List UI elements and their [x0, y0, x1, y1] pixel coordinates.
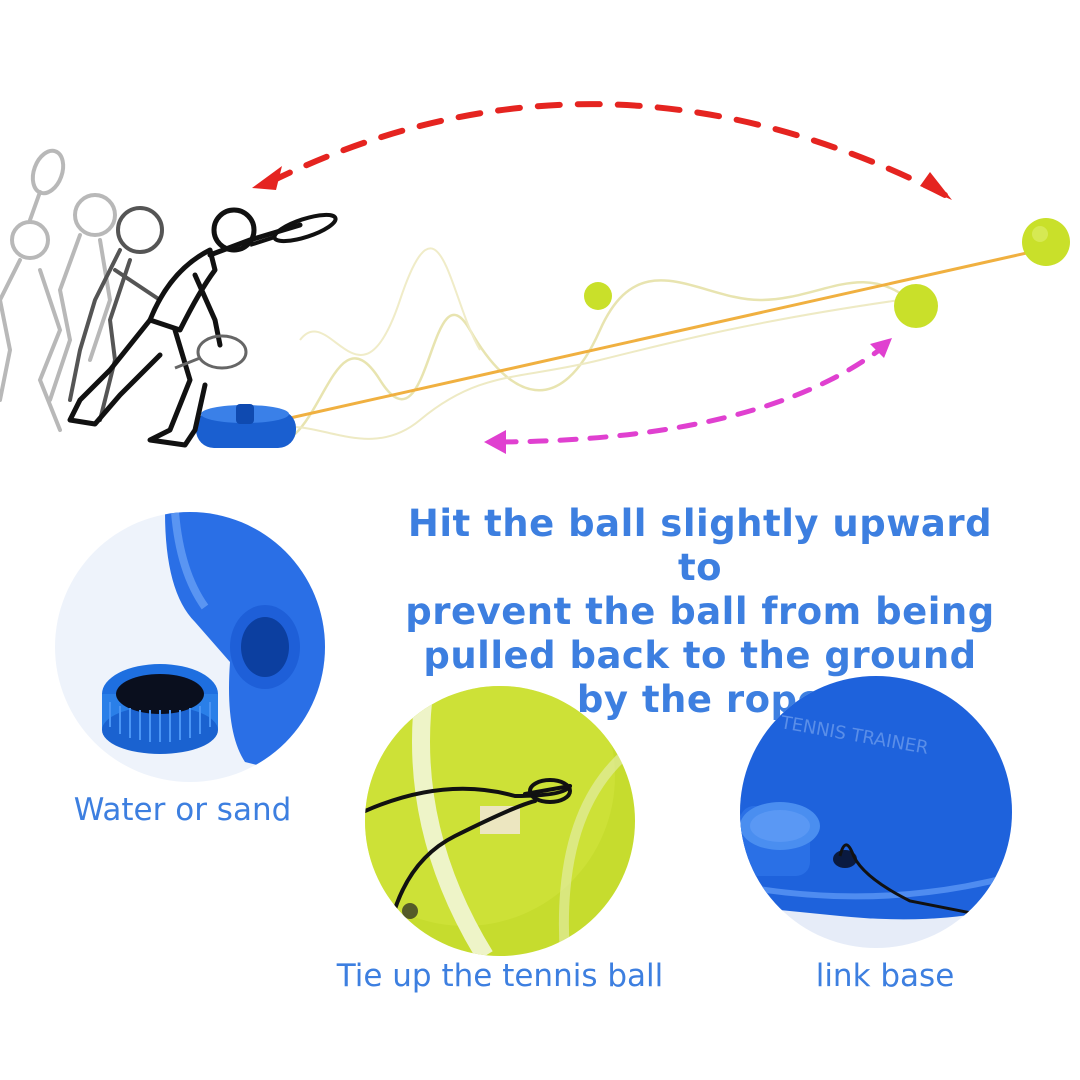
caption-water-or-sand: Water or sand [73, 792, 292, 828]
red-arrow-head-left [252, 166, 282, 190]
magenta-arrow-head-right [870, 338, 892, 358]
headline-line-2: prevent the ball from being [405, 590, 995, 633]
caption-link-base: link base [815, 958, 955, 994]
caption-tie-up-ball: Tie up the tennis ball [336, 958, 664, 994]
player-figure [67, 207, 303, 448]
racket-main [249, 212, 338, 247]
faint-rope-trace-2 [259, 299, 901, 441]
tennis-ball-mid [894, 284, 938, 328]
link-base-photo: TENNIS TRAINER [740, 676, 1012, 948]
tennis-ball-small [584, 282, 612, 310]
bottle-cap [102, 664, 218, 754]
tennis-ball-far [1022, 218, 1070, 266]
ball-seam [412, 686, 493, 956]
magenta-dashed-arc [497, 345, 885, 445]
water-sand-photo [55, 512, 325, 782]
faint-rope-trace [259, 279, 911, 445]
swing-illustration [0, 101, 1070, 454]
headline: Hit the ball slightly upward to prevent … [380, 502, 1020, 722]
headline-line-1: Hit the ball slightly upward to [407, 502, 993, 589]
mid-player-figure [68, 206, 164, 422]
link-cord [838, 843, 1012, 923]
racket-ghost [174, 334, 248, 370]
headline-line-3: pulled back to the ground [423, 634, 977, 677]
rope-line [289, 248, 1041, 420]
base-knob [740, 802, 820, 876]
ghost-player-figures [0, 148, 117, 432]
trainer-base [196, 404, 296, 448]
red-arrow-head-right [920, 172, 952, 200]
tie-ball-photo [365, 686, 635, 956]
faint-rope-trace-3 [299, 247, 481, 356]
magenta-arrow-head-left [484, 430, 506, 454]
red-dashed-arc [267, 101, 948, 198]
